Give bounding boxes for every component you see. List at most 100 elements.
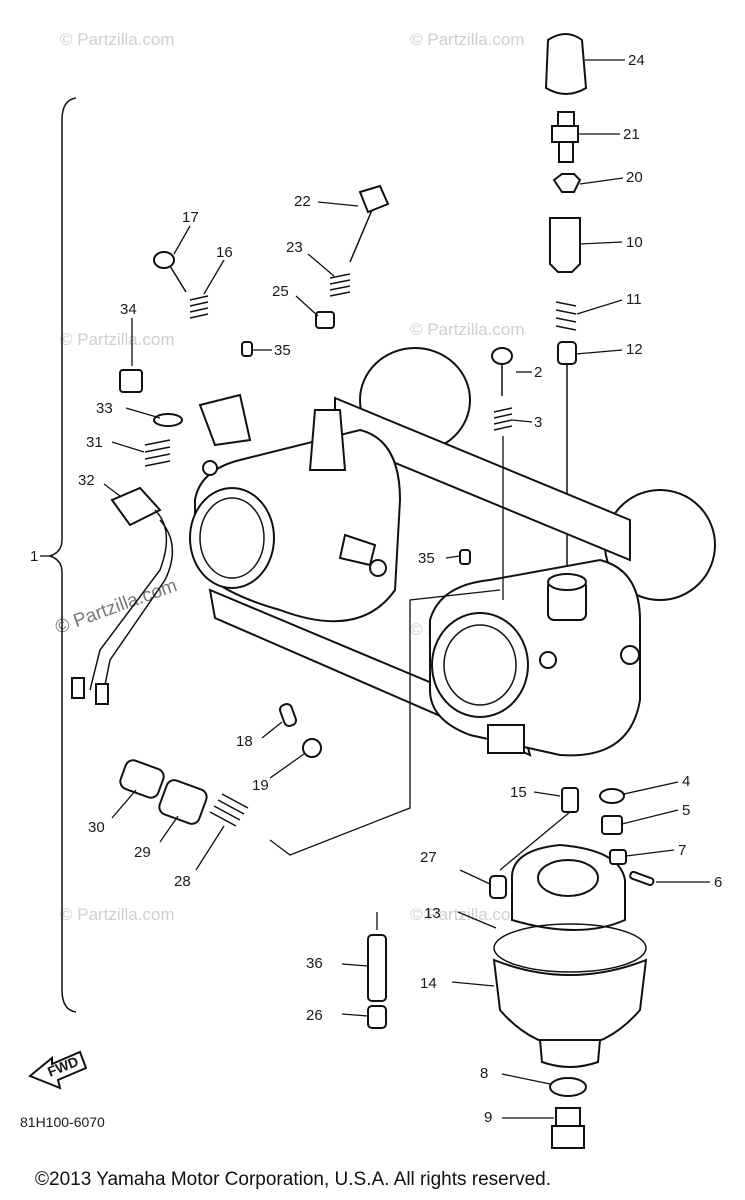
float-bowl-parts bbox=[367, 787, 655, 1149]
part-11-spring bbox=[555, 301, 577, 331]
part-9-plug bbox=[555, 1107, 581, 1127]
callout-15: 15 bbox=[510, 784, 527, 801]
part-16-spring bbox=[189, 295, 209, 319]
callout-30: 30 bbox=[88, 819, 105, 836]
watermark: © Partzilla.com bbox=[60, 330, 175, 349]
part-3-spring bbox=[493, 407, 513, 431]
diagram-part-code: 81H100-6070 bbox=[20, 1114, 105, 1130]
part-28-spring bbox=[209, 793, 249, 827]
callout-3: 3 bbox=[534, 414, 542, 431]
callout-16: 16 bbox=[216, 244, 233, 261]
callout-26: 26 bbox=[306, 1007, 323, 1024]
part-26 bbox=[367, 1005, 387, 1029]
part-12-needle-head bbox=[557, 341, 577, 365]
callout-35-lower: 35 bbox=[418, 550, 435, 567]
callout-31: 31 bbox=[86, 434, 103, 451]
callout-11: 11 bbox=[626, 291, 642, 308]
connector bbox=[71, 677, 85, 699]
part-21-thread bbox=[558, 141, 574, 163]
callout-22: 22 bbox=[294, 193, 311, 210]
throttle-lever bbox=[338, 533, 377, 567]
boss bbox=[369, 559, 387, 577]
callout-10: 10 bbox=[626, 234, 643, 251]
guide-line bbox=[499, 811, 571, 871]
part-34 bbox=[119, 369, 143, 393]
part-32-sensor bbox=[110, 486, 162, 527]
bore-left-inner bbox=[199, 497, 265, 579]
callout-5: 5 bbox=[682, 802, 690, 819]
part-35 bbox=[241, 341, 253, 357]
bowl-drain bbox=[538, 1039, 602, 1068]
callout-33: 33 bbox=[96, 400, 113, 417]
float-cutout bbox=[537, 859, 599, 897]
callout-14: 14 bbox=[420, 975, 437, 992]
part-20-nut bbox=[552, 173, 582, 193]
part-21-body bbox=[551, 125, 579, 143]
needle-tower-top bbox=[547, 573, 587, 591]
callout-28: 28 bbox=[174, 873, 191, 890]
part-5-screw bbox=[601, 815, 623, 835]
part-22-head bbox=[358, 184, 390, 214]
callout-35-top: 35 bbox=[274, 342, 291, 359]
guide-line bbox=[269, 589, 501, 856]
watermark: © Partzilla.com bbox=[60, 30, 175, 49]
part-29 bbox=[158, 779, 208, 825]
part-10 bbox=[549, 217, 581, 273]
watermark: © Partzilla.com bbox=[410, 30, 525, 49]
part-35 bbox=[459, 549, 471, 565]
callout-29: 29 bbox=[134, 844, 151, 861]
callout-8: 8 bbox=[480, 1065, 488, 1082]
part-22-shaft bbox=[349, 209, 373, 263]
leader-lines bbox=[103, 59, 710, 1119]
left-tower bbox=[308, 409, 347, 471]
part-17-head bbox=[153, 251, 175, 269]
bore-right bbox=[431, 612, 529, 718]
needle-jet-stack bbox=[544, 33, 588, 580]
part-7 bbox=[609, 849, 627, 865]
bore-right-inner bbox=[443, 624, 517, 706]
part-18-pin bbox=[279, 703, 297, 727]
part-2-head bbox=[491, 347, 513, 365]
assembly-bracket bbox=[47, 97, 77, 1013]
fwd-arrow-icon: FWD bbox=[28, 1050, 88, 1090]
part-32-wire bbox=[101, 519, 174, 701]
boss bbox=[539, 651, 557, 669]
callout-27: 27 bbox=[420, 849, 437, 866]
callout-13: 13 bbox=[424, 905, 441, 922]
callout-23: 23 bbox=[286, 239, 303, 256]
callout-6: 6 bbox=[714, 874, 722, 891]
part-27 bbox=[489, 875, 507, 899]
callout-18: 18 bbox=[236, 733, 253, 750]
part-25 bbox=[315, 311, 335, 329]
callout-9: 9 bbox=[484, 1109, 492, 1126]
mount-bracket bbox=[198, 393, 252, 447]
part-15 bbox=[561, 787, 579, 813]
part-24-cap bbox=[544, 33, 588, 95]
watermark: © Partzilla.com bbox=[410, 320, 525, 339]
part-4-washer bbox=[599, 788, 625, 804]
callout-36: 36 bbox=[306, 955, 323, 972]
connector bbox=[95, 683, 109, 705]
part-17-shaft bbox=[169, 265, 187, 293]
callout-17: 17 bbox=[182, 209, 199, 226]
part-23-spring bbox=[329, 273, 351, 297]
part-13-gasket bbox=[493, 923, 647, 973]
part-36 bbox=[367, 934, 387, 1002]
callout-19: 19 bbox=[252, 777, 269, 794]
callout-20: 20 bbox=[626, 169, 643, 186]
copyright-notice: ©2013 Yamaha Motor Corporation, U.S.A. A… bbox=[35, 1169, 551, 1190]
part-31-spring bbox=[144, 439, 171, 467]
callout-labels: 24 21 20 10 11 12 22 17 16 23 25 34 35 2… bbox=[30, 52, 722, 1126]
carburetor-body bbox=[189, 347, 716, 757]
part-8-washer bbox=[549, 1077, 587, 1097]
callout-24: 24 bbox=[628, 52, 645, 69]
part-6-pin bbox=[629, 870, 655, 887]
part-9-head bbox=[551, 1125, 585, 1149]
callout-7: 7 bbox=[678, 842, 686, 859]
callout-32: 32 bbox=[78, 472, 95, 489]
part-32-wire bbox=[89, 509, 168, 691]
callout-25: 25 bbox=[272, 283, 289, 300]
boss bbox=[202, 460, 218, 476]
callout-1: 1 bbox=[30, 548, 38, 565]
